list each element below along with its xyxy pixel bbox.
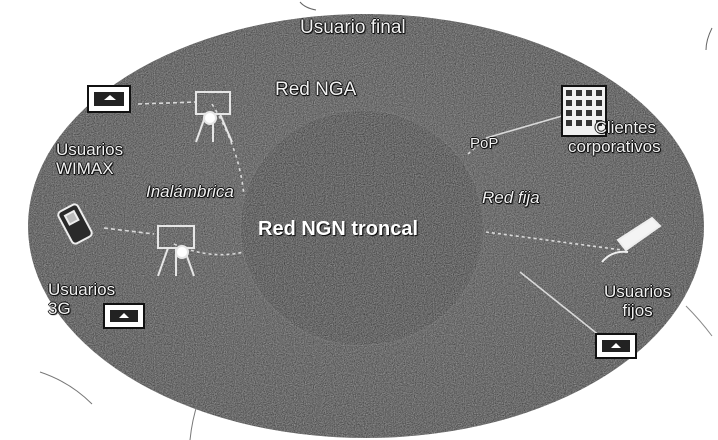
link-fixed-phone [485,231,623,251]
fixed-phone-icon [601,216,662,263]
nga-network-label: Red NGA [275,79,357,100]
core-circle [239,109,485,347]
stray-stroke [705,27,713,51]
3g-users-line1: Usuarios [48,280,116,299]
3g-users-line2: 3G [48,299,71,318]
wimax-users-line2: WIMAX [56,159,114,178]
link-pop [467,137,487,155]
fixed-network-label: Red fija [482,188,540,207]
link-wimax [137,101,197,105]
fixed-users-label: Usuarios fijos [604,282,671,320]
links [103,101,623,337]
fixed-users-line2: fijos [622,301,653,320]
pc-icon [87,85,131,113]
building-icon [561,85,607,137]
3g-users-label: Usuarios 3G [48,280,115,318]
link-fixed-user [519,271,601,337]
wimax-users-label: Usuarios WIMAX [56,140,123,178]
pop-label: PoP [470,135,499,152]
stray-stroke [39,371,93,405]
wireless-network-label: Inalámbrica [146,182,234,201]
link-3g [103,227,155,235]
fixed-users-line1: Usuarios [604,282,672,301]
pc-icon [103,303,145,329]
core-network-label: Red NGN troncal [258,218,419,240]
pc-icon [595,333,637,359]
corporate-clients-line1: Clientes [594,118,657,137]
stray-stroke [685,305,713,337]
link-corp [485,115,563,139]
stray-stroke [299,1,317,11]
outer-network-label: Usuario final [300,17,406,38]
corporate-clients-label: Clientes corporativos [568,118,661,156]
wimax-tower-icon [195,91,233,143]
corporate-clients-line2: corporativos [568,137,661,156]
link-wimax-core [211,103,245,197]
3g-tower-icon [157,225,195,277]
phone-icon [57,203,93,245]
wimax-users-line1: Usuarios [56,140,124,159]
